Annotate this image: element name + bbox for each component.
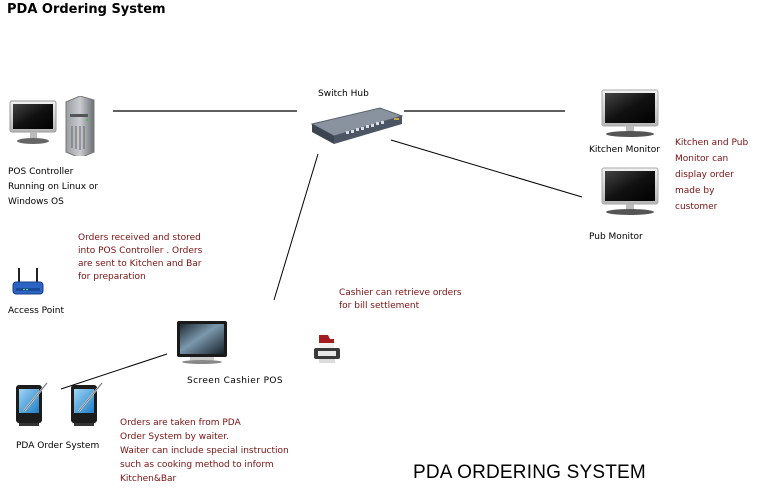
monitors-note-line: Kitchen and Pub xyxy=(675,138,749,148)
pda-node-1[interactable] xyxy=(14,381,50,427)
cashier-pos-node[interactable] xyxy=(176,319,228,365)
pda-label: PDA Order System xyxy=(16,441,100,451)
wireless-router-icon xyxy=(12,268,44,295)
orders-received-note-line: into POS Controller . Orders xyxy=(78,246,203,256)
cashier-note: Cashier can retrieve orders for bill set… xyxy=(339,287,462,313)
pda-note: Orders are taken from PDA Order System b… xyxy=(120,416,289,486)
printer-icon xyxy=(314,335,340,363)
monitors-note: Kitchen and Pub Monitor can display orde… xyxy=(675,135,748,215)
pda-note-line: Orders are taken from PDA xyxy=(120,418,241,428)
pos-controller-node[interactable] xyxy=(8,96,113,156)
monitors-note-line: Monitor can xyxy=(675,154,729,164)
pub-monitor-node[interactable] xyxy=(600,166,662,216)
cashier-pos-label: Screen Cashier POS xyxy=(187,376,284,386)
monitors-note-line: display order xyxy=(675,170,734,180)
pda-note-line: Order System by waiter. xyxy=(120,432,229,442)
monitor-icon xyxy=(601,89,659,137)
cashier-note-line: Cashier can retrieve orders xyxy=(339,288,462,298)
monitors-note-line: customer xyxy=(675,202,718,212)
access-point-node[interactable] xyxy=(10,266,46,300)
monitor-icon xyxy=(601,167,659,215)
switch-hub-label: Switch Hub xyxy=(318,89,369,99)
line-switch-to-cashier xyxy=(273,153,319,301)
kitchen-monitor-node[interactable] xyxy=(600,88,662,138)
orders-received-note-line: Orders received and stored xyxy=(78,233,201,243)
printer-node[interactable] xyxy=(312,333,342,367)
orders-received-note-line: for preparation xyxy=(78,272,146,282)
pub-monitor-label: Pub Monitor xyxy=(589,232,643,242)
pos-controller-label-line: POS Controller xyxy=(8,167,74,177)
monitors-note-line: made by xyxy=(675,186,715,196)
kitchen-monitor-label: Kitchen Monitor xyxy=(589,145,660,155)
pda-note-line: such as cooking method to inform xyxy=(120,460,274,470)
diagram-title: PDA ORDERING SYSTEM xyxy=(413,462,646,483)
pda-node-2[interactable] xyxy=(69,381,105,427)
pda-icon xyxy=(16,382,48,426)
network-switch-icon xyxy=(310,107,404,144)
touchscreen-monitor-icon xyxy=(177,321,227,364)
pos-controller-label-line: Running on Linux or xyxy=(8,182,99,192)
orders-received-note-line: are sent to Kitchen and Bar xyxy=(78,259,202,269)
pos-controller-label: POS Controller Running on Linux or Windo… xyxy=(8,165,98,210)
cashier-note-line: for bill settlement xyxy=(339,301,420,311)
desktop-server-icon xyxy=(9,96,95,156)
orders-received-note: Orders received and stored into POS Cont… xyxy=(78,232,202,284)
switch-hub-node[interactable] xyxy=(308,106,404,148)
access-point-label: Access Point xyxy=(8,306,65,316)
pda-note-line: Kitchen&Bar xyxy=(120,474,177,484)
pos-controller-label-line: Windows OS xyxy=(8,197,64,207)
pda-icon xyxy=(71,382,103,426)
line-switch-to-pub xyxy=(390,139,583,198)
pda-note-line: Waiter can include special instruction xyxy=(120,446,289,456)
line-cashier-to-pda xyxy=(60,353,168,390)
page-title: PDA Ordering System xyxy=(7,2,166,17)
